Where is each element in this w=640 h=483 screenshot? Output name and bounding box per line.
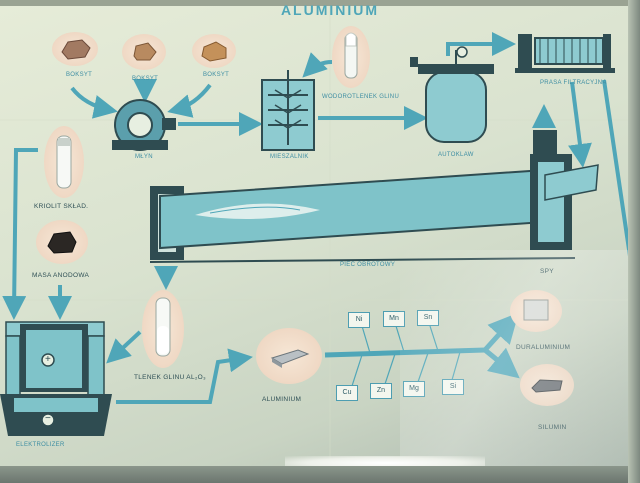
- mill-machine: [112, 99, 176, 151]
- element-connectors: [351, 325, 461, 387]
- flow-arrow: [446, 32, 516, 56]
- label-hydroxide: WODOROTLENEK GLINU: [322, 94, 400, 100]
- bauxite-sample-3: [192, 34, 236, 68]
- cryolite-sample: [44, 126, 84, 198]
- bauxite-sample-1: [52, 32, 98, 66]
- anode-paste-sample: [36, 220, 88, 264]
- alumina-sample: [142, 290, 184, 368]
- hydroxide-sample: [332, 26, 370, 88]
- label-electrolyzer: ELEKTROLIZER: [16, 442, 65, 448]
- flow-arrow: [2, 148, 38, 320]
- flow-arrow: [483, 347, 520, 379]
- rock-icon: [133, 42, 157, 61]
- test-tube-icon: [155, 297, 171, 357]
- metal-block-icon: [531, 379, 563, 393]
- flow-arrow: [568, 81, 592, 168]
- flow-arrow: [302, 52, 333, 78]
- element-box-mn: Mn: [383, 311, 405, 327]
- electrolyzer-machine: [0, 321, 112, 436]
- element-box-mg: Mg: [403, 381, 425, 397]
- flow-arrow: [167, 83, 212, 118]
- ingot-icon: [270, 349, 310, 368]
- label-duraluminium: DURALUMINIUM: [516, 344, 571, 351]
- label-mixer: MIESZALNIK: [270, 154, 309, 160]
- electrode-minus-sign: −: [45, 413, 52, 424]
- element-box-sn: Sn: [417, 310, 439, 326]
- test-tube-icon: [344, 32, 358, 79]
- frame-right-edge: [628, 0, 640, 483]
- filter-press-machine: [515, 34, 615, 73]
- element-box-zn: Zn: [370, 383, 392, 399]
- frame-bottom-edge: [0, 466, 640, 483]
- label-silumin: SILUMIN: [538, 424, 567, 431]
- test-tube-icon: [56, 135, 72, 189]
- flow-arrow: [106, 330, 142, 364]
- bauxite-sample-2: [122, 34, 166, 70]
- label-alumina: TLENEK GLINU Al₂O₃: [134, 374, 206, 381]
- mixer-machine: [261, 70, 315, 151]
- metal-plate-icon: [523, 299, 549, 321]
- element-box-si: Si: [442, 379, 464, 395]
- duraluminium-sample: [510, 290, 562, 332]
- label-aluminium: ALUMINIUM: [262, 396, 302, 403]
- flow-arrow: [116, 348, 253, 404]
- label-rotary-kiln: PIEC OBROTOWY: [340, 262, 396, 268]
- alloy-trunk-line: [324, 347, 486, 358]
- rock-icon: [201, 41, 227, 62]
- silumin-sample: [520, 364, 574, 406]
- autoclave-machine: [410, 46, 494, 143]
- flow-arrow: [70, 86, 118, 119]
- electrode-plus-sign: +: [45, 354, 52, 365]
- element-box-cu: Cu: [336, 385, 358, 401]
- frame-top-edge: [0, 0, 640, 6]
- label-anode-paste: MASA ANODOWA: [32, 272, 90, 279]
- rotary-kiln-machine: [149, 130, 599, 263]
- label-cryolite: KRIOLIT SKŁAD.: [34, 203, 89, 210]
- rock-icon: [47, 231, 77, 254]
- label-filter-press: PRASA FILTRACYJNA: [540, 80, 607, 86]
- flow-arrow: [602, 79, 634, 271]
- label-spy: SPY: [540, 268, 554, 275]
- label-boksyt-2: BOKSYT: [132, 76, 159, 82]
- label-autoclave: AUTOKLAW: [438, 152, 474, 158]
- element-box-ni: Ni: [348, 312, 370, 328]
- rock-icon: [61, 39, 91, 60]
- flow-arrow: [483, 312, 519, 352]
- label-boksyt-1: BOKSYT: [66, 72, 93, 78]
- label-mill: MŁYN: [135, 154, 153, 160]
- label-boksyt-3: BOKSYT: [203, 72, 230, 78]
- poster-title: ALUMINIUM: [280, 2, 380, 18]
- aluminium-sample: [256, 328, 322, 384]
